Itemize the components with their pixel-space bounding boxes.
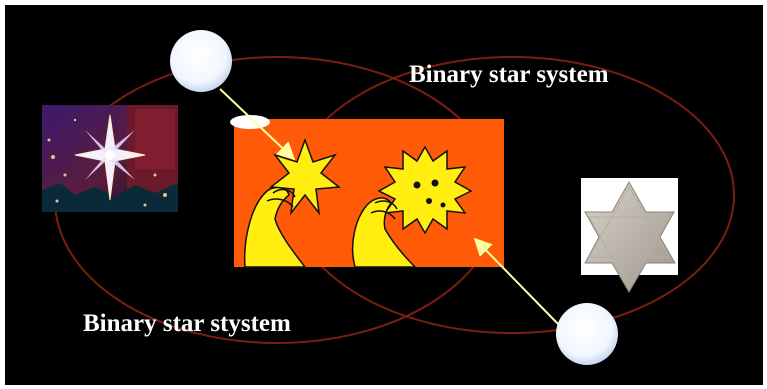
slide: Binary star system Binary star stystem	[5, 5, 763, 385]
white-star-bottom	[556, 303, 618, 365]
eight-point-star-photo	[42, 105, 178, 212]
caption-top-right: Binary star system	[409, 61, 609, 89]
white-star-top	[170, 30, 232, 92]
arrow-bottom	[475, 239, 561, 327]
six-point-star-photo	[581, 178, 678, 292]
caption-bottom-left: Binary star stystem	[83, 310, 291, 338]
